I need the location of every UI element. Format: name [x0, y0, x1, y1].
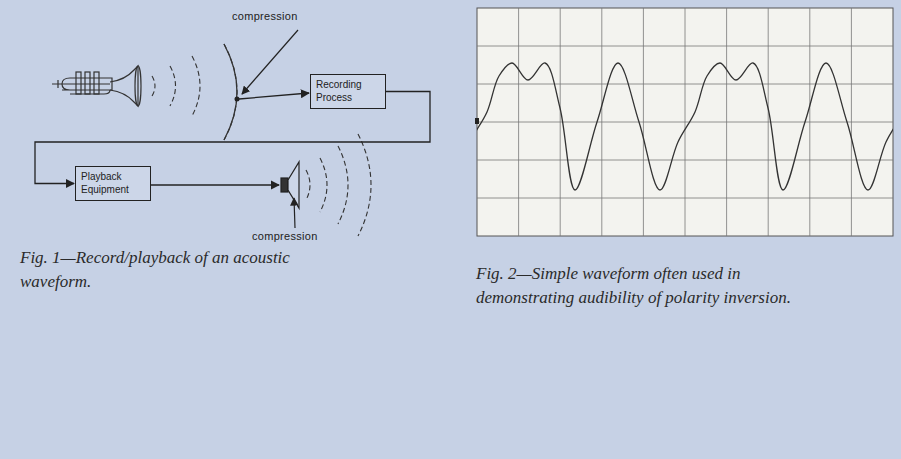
box-label: Recording Process	[316, 79, 380, 104]
grid-line	[477, 198, 893, 199]
grid-line	[477, 84, 893, 85]
pointer-arrow	[294, 198, 295, 228]
trumpet	[52, 66, 141, 106]
loudspeaker	[281, 162, 299, 208]
microphone-point	[235, 97, 240, 102]
grid-line	[477, 160, 893, 161]
waveform	[477, 63, 893, 190]
signal-wire	[239, 93, 309, 99]
sound-wave	[152, 44, 237, 140]
compression-front	[224, 44, 237, 140]
grid-line	[477, 122, 893, 123]
process-box: Playback Equipment	[75, 166, 151, 201]
callout-label: compression	[252, 230, 318, 242]
grid-line	[477, 46, 893, 47]
trace-marker	[475, 118, 479, 124]
process-box: Recording Process	[310, 74, 386, 109]
callout-label: compression	[232, 10, 298, 22]
figure-caption: Fig. 2—Simple waveform often used in dem…	[476, 262, 798, 310]
oscilloscope-trace	[452, 8, 901, 236]
signal-wire	[150, 184, 279, 185]
pointer-arrow	[242, 30, 298, 94]
figure-caption: Fig. 1—Record/playback of an acoustic wa…	[20, 246, 342, 294]
sound-wave	[306, 134, 371, 236]
box-label: Playback Equipment	[81, 171, 145, 196]
